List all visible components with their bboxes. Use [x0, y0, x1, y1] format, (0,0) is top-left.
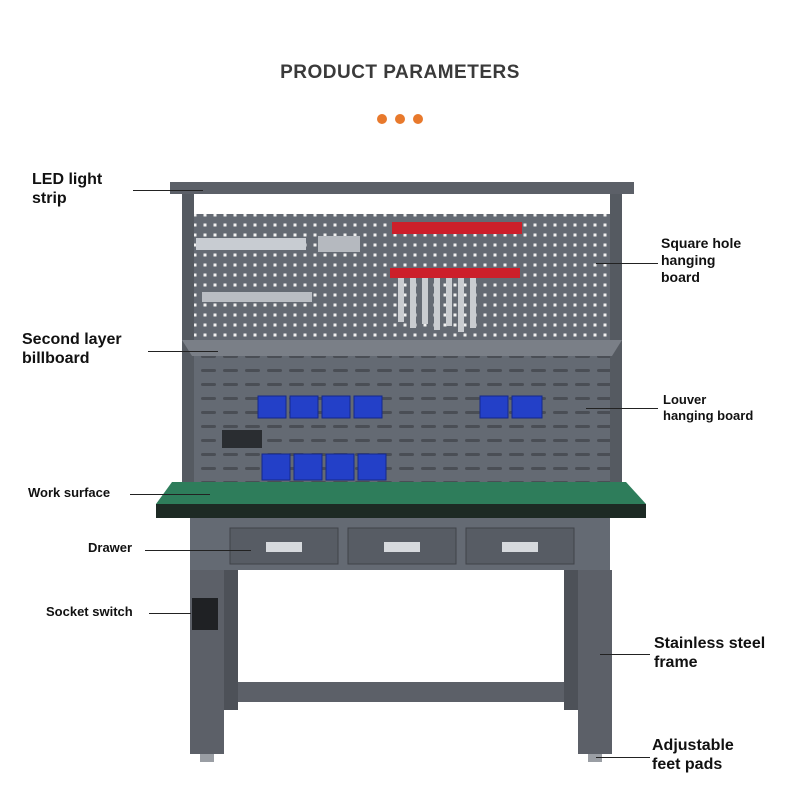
tool-rail [202, 292, 312, 302]
leader-line [148, 351, 218, 352]
label-work-surface: Work surface [28, 485, 111, 500]
leader-line [596, 757, 650, 758]
leader-line [145, 550, 251, 551]
louver-board [194, 356, 610, 484]
label-second-layer-billboard: Second layer billboard [22, 331, 122, 368]
leader-line [596, 263, 658, 264]
label-square-hole-board: Square hole hanging board [661, 235, 742, 285]
led-light-strip [170, 182, 634, 194]
socket-switch-box [192, 598, 218, 630]
right-front-leg [578, 570, 612, 754]
leader-line [130, 494, 210, 495]
lower-crossbar [238, 682, 564, 702]
right-rear-leg [564, 570, 578, 710]
label-led-light-strip: LED light strip [32, 171, 103, 208]
label-drawer: Drawer [88, 540, 133, 555]
wrench-set [398, 278, 476, 332]
tool-rail [196, 238, 306, 250]
drawer-handles [266, 542, 538, 552]
page-title: PRODUCT PARAMETERS [280, 62, 520, 83]
decorative-dots [377, 114, 423, 124]
label-adjustable-feet-pads: Adjustable feet pads [652, 737, 734, 774]
left-rear-leg [224, 570, 238, 710]
leader-line [149, 613, 191, 614]
power-outlet [222, 430, 262, 448]
work-surface-top [156, 482, 646, 504]
dot-icon [395, 114, 405, 124]
tool-clips [318, 236, 360, 252]
second-layer-shelf [182, 340, 622, 356]
foot-pad [588, 754, 602, 762]
label-louver-board: Louver hanging board [663, 392, 754, 423]
label-socket-switch: Socket switch [46, 604, 133, 619]
leader-line [586, 408, 658, 409]
foot-pad [200, 754, 214, 762]
leader-line [133, 190, 203, 191]
work-surface-edge [156, 504, 646, 518]
left-front-leg [190, 570, 224, 754]
dot-icon [377, 114, 387, 124]
leader-line [600, 654, 650, 655]
red-hooks [390, 222, 522, 278]
label-stainless-steel-frame: Stainless steel frame [654, 635, 766, 672]
dot-icon [413, 114, 423, 124]
blue-bins [257, 395, 543, 481]
